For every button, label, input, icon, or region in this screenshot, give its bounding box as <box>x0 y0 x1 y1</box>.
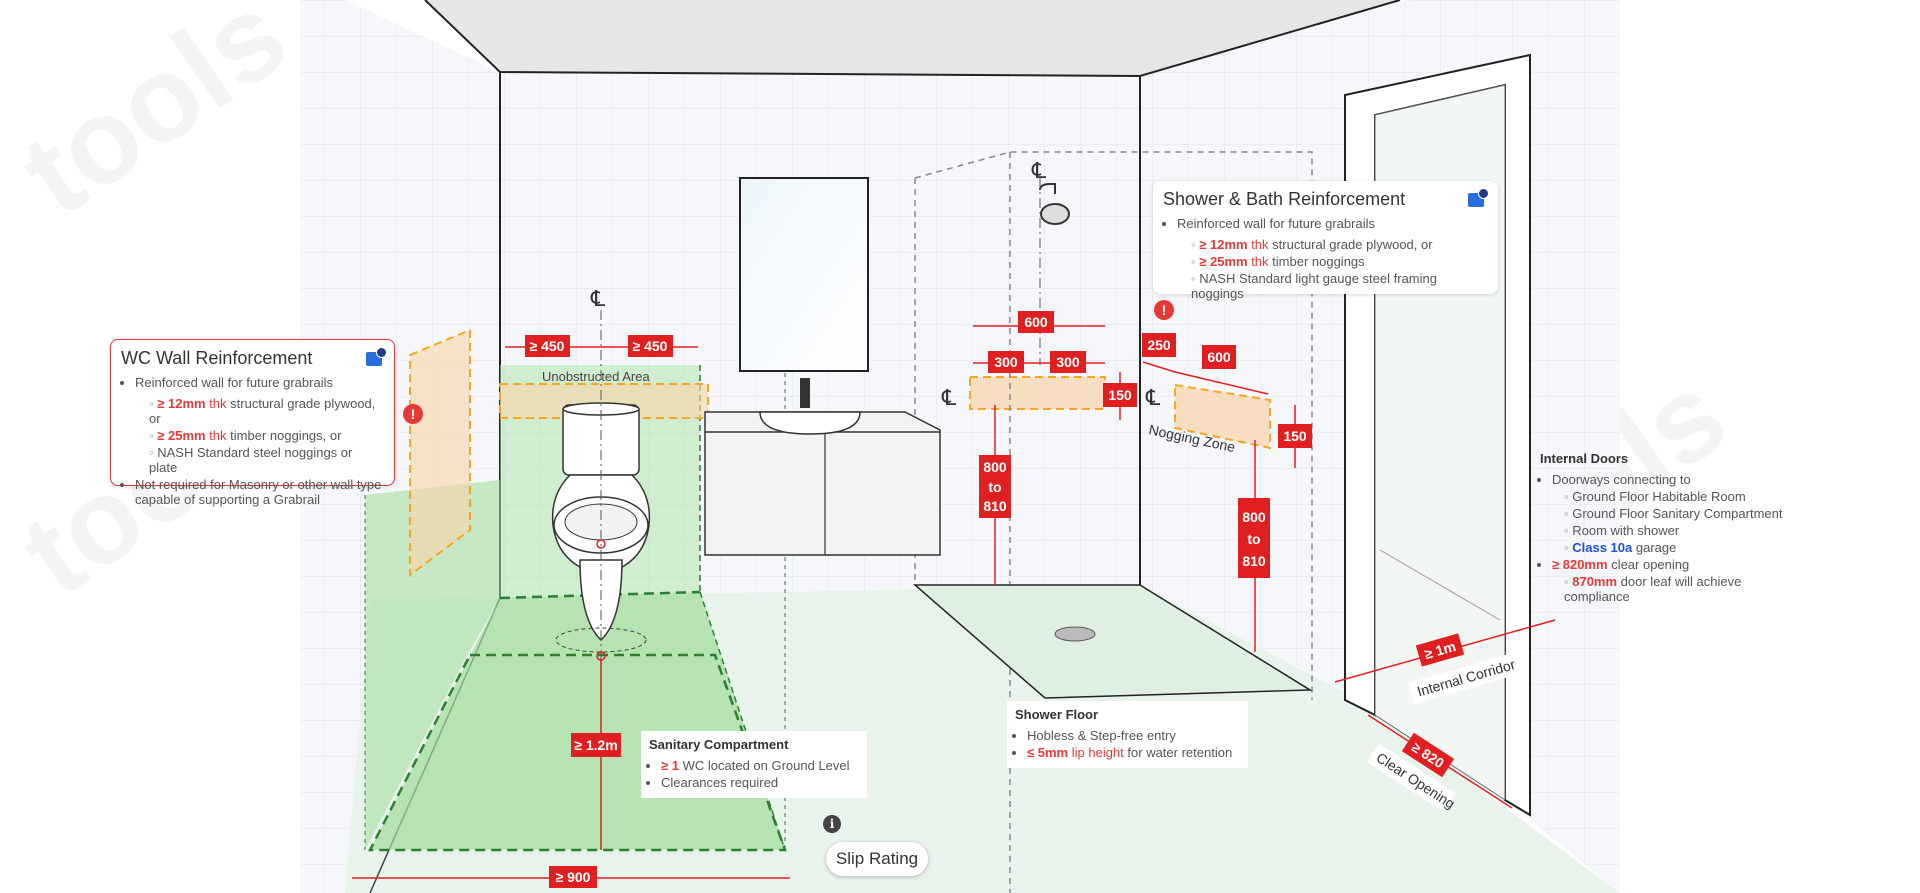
dim-300-left: 300 <box>988 351 1024 373</box>
shower-bath-reinforcement-panel: Shower & Bath Reinforcement Reinforced w… <box>1153 181 1498 301</box>
wc-warning-icon[interactable]: ! <box>403 404 423 424</box>
svg-text:to: to <box>988 479 1001 495</box>
dim-1m: ≥ 1m <box>1415 633 1465 667</box>
svg-text:tools: tools <box>0 0 310 241</box>
panel-title: Shower & Bath Reinforcement <box>1163 189 1406 209</box>
svg-text:600: 600 <box>1207 349 1231 365</box>
svg-text:≥ 900: ≥ 900 <box>556 869 591 885</box>
dimension-badges: ≥ 450 ≥ 450 ≥ 1.2m ≥ 900 600 300 300 150… <box>525 311 1465 888</box>
svg-text:to: to <box>1247 531 1260 547</box>
floor-drain <box>1054 626 1096 642</box>
dim-300-right: 300 <box>1050 351 1086 373</box>
dim-800-810-shower: 800 to 810 <box>979 455 1011 518</box>
dim-450-right: ≥ 450 <box>628 335 673 357</box>
svg-text:≥ 1.2m: ≥ 1.2m <box>574 737 617 753</box>
svg-text:≥ 450: ≥ 450 <box>633 338 668 354</box>
sanitary-compartment-note: Sanitary Compartment ≥ 1 WC located on G… <box>641 731 867 798</box>
svg-text:℄: ℄ <box>590 286 606 311</box>
dim-600-side: 600 <box>1202 345 1236 369</box>
internal-doors-title: Internal Doors <box>1540 451 1629 466</box>
wc-wall-reinforcement-panel: WC Wall Reinforcement Reinforced wall fo… <box>110 339 395 507</box>
toilet <box>551 310 651 661</box>
dim-150-shower: 150 <box>1103 383 1137 407</box>
shower-head-icon <box>1039 183 1070 225</box>
door-frame <box>1344 53 1531 817</box>
svg-text:800: 800 <box>983 459 1007 475</box>
shower-floor-area <box>912 584 1313 699</box>
dim-900: ≥ 900 <box>549 866 597 888</box>
shower-warning-icon[interactable]: ! <box>1154 300 1174 320</box>
mirror <box>739 177 869 372</box>
shower-floor-title: Shower Floor <box>1015 707 1099 722</box>
dim-600-shower: 600 <box>1018 311 1054 333</box>
dim-800-810-side: 800 to 810 <box>1238 498 1270 578</box>
svg-text:600: 600 <box>1024 314 1048 330</box>
svg-text:250: 250 <box>1147 337 1171 353</box>
dim-450-left: ≥ 450 <box>525 335 570 357</box>
svg-text:810: 810 <box>983 498 1007 514</box>
svg-text:℄: ℄ <box>941 385 957 410</box>
internal-doors-note: Internal Doors Doorways connecting to Gr… <box>1540 451 1790 606</box>
panel-title: WC Wall Reinforcement <box>121 348 313 368</box>
info-icon[interactable]: i <box>823 815 841 833</box>
slip-rating-button[interactable]: Slip Rating <box>826 842 928 876</box>
vanity <box>704 378 941 556</box>
sanitary-title: Sanitary Compartment <box>649 737 789 752</box>
panel-list: Reinforced wall for future grabrails ≥ 1… <box>121 375 384 507</box>
image-gallery-icon[interactable] <box>1468 188 1489 207</box>
svg-text:150: 150 <box>1108 387 1132 403</box>
shower-back-reinforcement <box>969 376 1106 410</box>
dim-250: 250 <box>1142 333 1176 357</box>
dim-1-2m: ≥ 1.2m <box>571 733 621 757</box>
panel-list: Reinforced wall for future grabrails ≥ 1… <box>1163 216 1488 301</box>
svg-text:℄: ℄ <box>1031 158 1047 183</box>
svg-text:300: 300 <box>994 354 1018 370</box>
svg-text:℄: ℄ <box>1145 385 1161 410</box>
image-gallery-icon[interactable] <box>366 347 387 366</box>
svg-text:≥ 450: ≥ 450 <box>530 338 565 354</box>
wc-side-reinforcement <box>409 328 471 577</box>
shower-side-reinforcement <box>1174 383 1271 450</box>
dim-150-side: 150 <box>1278 424 1312 448</box>
centerline-markers: ℄ ℄ ℄ ℄ <box>590 158 1161 410</box>
shower-floor-note: Shower Floor Hobless & Step-free entry ≤… <box>1007 701 1248 768</box>
svg-text:300: 300 <box>1056 354 1080 370</box>
svg-text:150: 150 <box>1283 428 1307 444</box>
svg-text:810: 810 <box>1242 553 1266 569</box>
svg-text:800: 800 <box>1242 509 1266 525</box>
reinforcement-zones <box>409 328 1271 577</box>
unobstructed-area-label: Unobstructed Area <box>542 369 650 384</box>
